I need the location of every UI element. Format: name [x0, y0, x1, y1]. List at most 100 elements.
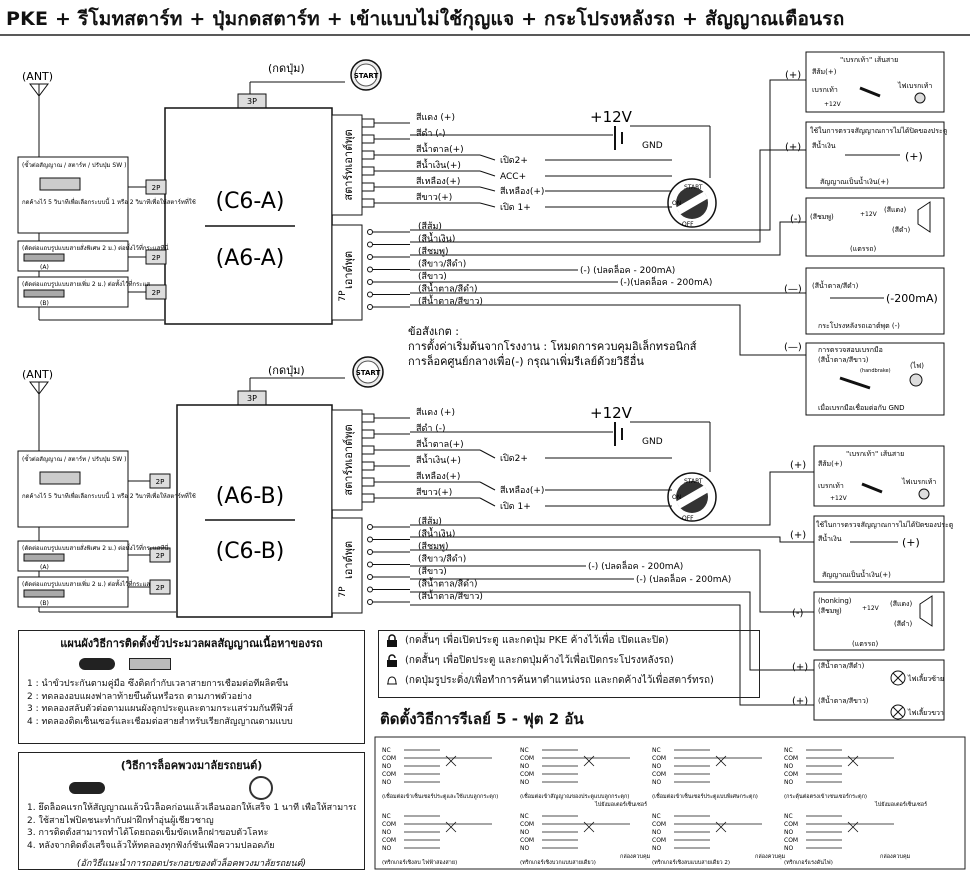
- connector-icon: [129, 658, 171, 670]
- svg-text:(แตรรถ): (แตรรถ): [852, 640, 879, 648]
- svg-text:(แตรรถ): (แตรรถ): [850, 245, 877, 253]
- antenna-label: (ANT): [22, 70, 53, 83]
- lamp-box-b: (สีน้ำตาล/สีดำ) ไฟเลี้ยวซ้าย (สีน้ำตาล/ส…: [792, 659, 945, 721]
- wire-terminal: [361, 118, 375, 128]
- relay-caption: (ทริกเกอร์เชิงลบ ไฟฟ้าสองสาย): [382, 859, 457, 866]
- svg-text:2P: 2P: [156, 552, 165, 560]
- start-button-icon[interactable]: START: [350, 59, 382, 91]
- svg-text:ON: ON: [672, 494, 681, 501]
- svg-text:เอาต์พุต: เอาต์พุต: [342, 541, 355, 579]
- svg-text:(สีชมพู): (สีชมพู): [818, 607, 842, 615]
- output-wire-label: (สีน้ำตาล/สีขาว): [418, 589, 483, 602]
- relay-pin-label: NC: [784, 747, 793, 754]
- svg-text:(-) (ปลดล็อค - 200mA): (-) (ปลดล็อค - 200mA): [588, 559, 683, 572]
- relay-pin-label: NC: [652, 747, 661, 754]
- svg-text:(สีน้ำตาล/สีขาว): (สีน้ำตาล/สีขาว): [818, 353, 869, 364]
- wire-terminal: [361, 493, 375, 503]
- svg-text:สัญญาณเป็นน้ำเงิน(+): สัญญาณเป็นน้ำเงิน(+): [820, 175, 889, 186]
- start-wire-label: สีขาว(+): [416, 487, 452, 498]
- wire-pin: [367, 254, 373, 260]
- section-b: (ANT) (กดปุ่ม) START 3P (A6-B) (C6-B) สต…: [17, 356, 954, 721]
- wire-pin: [367, 279, 373, 285]
- start-wire-label: สีดำ (-): [416, 128, 446, 139]
- hand-pointer-icon: [79, 658, 115, 670]
- svg-text:(ไฟ): (ไฟ): [910, 361, 924, 370]
- relay-pin-label: NC: [382, 813, 391, 820]
- output-wire-label: (สีชมพู): [418, 246, 449, 257]
- switch-terminal-label: สีเหลือง(+): [500, 186, 544, 197]
- svg-text:2P: 2P: [152, 184, 161, 192]
- svg-text:OFF: OFF: [682, 221, 694, 228]
- output-wire-label: (สีน้ำตาล/สีขาว): [418, 294, 483, 307]
- relay-note: ไปยังมอเตอร์เซ็นเซอร์: [874, 800, 927, 808]
- lock-icon: [387, 634, 397, 647]
- svg-text:+12V: +12V: [824, 101, 842, 108]
- svg-text:2P: 2P: [156, 478, 165, 486]
- sw-box-title: (ขั้วต่อสัญญาณ / สตาร์ท / ปรับปุ่ม SW ): [22, 159, 126, 169]
- relay-pin-label: NC: [520, 813, 529, 820]
- relay-pin-label: COM: [382, 755, 396, 762]
- start-button-icon-b[interactable]: START: [352, 356, 384, 388]
- relay-pin-label: NC: [520, 747, 529, 754]
- relay-pin-label: NO: [520, 829, 529, 836]
- output-wire-label: (สีน้ำเงิน): [418, 232, 455, 245]
- relay-pin-label: NO: [520, 845, 529, 852]
- svg-text:ไฟเบรกเท้า: ไฟเบรกเท้า: [901, 477, 936, 486]
- svg-text:(สีแดง): (สีแดง): [884, 206, 906, 214]
- svg-text:กดค้างไว้ 5 วินาทีเพื่อเลือกระ: กดค้างไว้ 5 วินาทีเพื่อเลือกระบบนี้ 1 หร…: [22, 490, 196, 500]
- svg-text:กระโปรงหลังรถเอาต์พุต (-): กระโปรงหลังรถเอาต์พุต (-): [818, 321, 900, 330]
- svg-text:(honking): (honking): [818, 597, 852, 605]
- svg-text:+12V: +12V: [862, 605, 880, 612]
- svg-text:สีส้ม(+): สีส้ม(+): [818, 460, 843, 468]
- brake-box-a: "เบรกเท้า" เส้นสาย สีส้ม(+) เบรกเท้า ไฟเ…: [785, 51, 945, 113]
- relay-block: NCCOMNOCOMNO(เชื่อมต่อเข้าสัญญาณของประตู…: [520, 747, 630, 800]
- svg-text:(A): (A): [40, 564, 49, 571]
- svg-text:(+): (+): [792, 662, 808, 673]
- relay-pin-label: COM: [382, 821, 396, 828]
- wire-terminal: [361, 134, 375, 144]
- relay-note: ไปยังมอเตอร์เซ็นเซอร์: [594, 800, 647, 808]
- svg-text:สีน้ำเงิน: สีน้ำเงิน: [818, 532, 842, 543]
- relay-pin-label: NO: [382, 845, 391, 852]
- relay-pin-label: NC: [382, 747, 391, 754]
- relay-caption: (กระตุ้นต่อตรงเข้าเซนเซอร์กระตุก): [784, 793, 867, 800]
- svg-text:ON: ON: [672, 200, 681, 207]
- output-wire-label: (สีส้ม): [418, 516, 442, 527]
- svg-text:(-): (-): [790, 214, 802, 225]
- relay-pin-label: COM: [652, 837, 666, 844]
- start-wire-label: สีเหลือง(+): [416, 471, 460, 482]
- svg-text:(ตัดต่อแถบรูปแบบสายสั่งพิเศษ 2: (ตัดต่อแถบรูปแบบสายสั่งพิเศษ 2 ม.) ต่อทั…: [22, 542, 169, 552]
- svg-text:"เบรกเท้า" เส้นสาย: "เบรกเท้า" เส้นสาย: [840, 56, 898, 64]
- relay-caption: (ทริกเกอร์เชิงบวกแบบสายเดียว): [520, 859, 596, 866]
- ignition-switch-a: START ON OFF: [667, 178, 717, 228]
- unit-a-top: (C6-A): [215, 189, 284, 214]
- wire-pin: [367, 304, 373, 310]
- start-wire-label: สีน้ำตาล(+): [416, 142, 464, 155]
- wire-pin: [367, 229, 373, 235]
- start-output-label: สตาร์ทเอาต์พุต: [342, 129, 355, 200]
- svg-text:(ขั้วต่อสัญญาณ / สตาร์ท / ปรับ: (ขั้วต่อสัญญาณ / สตาร์ท / ปรับปุ่ม SW ): [22, 453, 126, 463]
- svg-text:ไฟเลี้ยวขวา: ไฟเลี้ยวขวา: [907, 706, 944, 717]
- svg-text:เบรกเท้า: เบรกเท้า: [818, 482, 844, 490]
- svg-text:START: START: [356, 369, 381, 377]
- output-wire-label: (สีน้ำตาล/สีดำ): [418, 282, 478, 295]
- relay-pin-label: NO: [784, 763, 793, 770]
- relay-note: กล่องควบคุม: [755, 854, 786, 860]
- steering-wheel-icon: [249, 776, 273, 800]
- svg-text:(สีดำ): (สีดำ): [892, 226, 910, 234]
- steering-panel-title: (วิธีการล็อคพวงมาลัยรถยนต์): [120, 759, 263, 772]
- start-button-label: (กดปุ่ม): [268, 62, 305, 75]
- hand-pointer-icon: [69, 782, 105, 794]
- lock-label-2: (-)(ปลดล็อค - 200mA): [620, 275, 712, 288]
- siren-box-a: (สีชมพู) (สีแดง) (สีดำ) +12V (แตรรถ) (-): [790, 197, 945, 257]
- note-line2: การล็อคศูนย์กลางเพื่อ(-) กรุณาเพิ่มรีเลย…: [408, 353, 644, 368]
- output-wire-label: (สีน้ำเงิน): [418, 527, 455, 540]
- legend-lock: (กดสั้นๆ เพื่อเปิดประตู และกดปุ่ม PKE ค้…: [379, 631, 759, 651]
- svg-text:+12V: +12V: [590, 404, 633, 422]
- svg-text:การตรวจสอบเบรกมือ: การตรวจสอบเบรกมือ: [818, 346, 883, 354]
- unit-a-box: [164, 107, 333, 325]
- switch-terminal-label: เปิด2+: [500, 453, 528, 464]
